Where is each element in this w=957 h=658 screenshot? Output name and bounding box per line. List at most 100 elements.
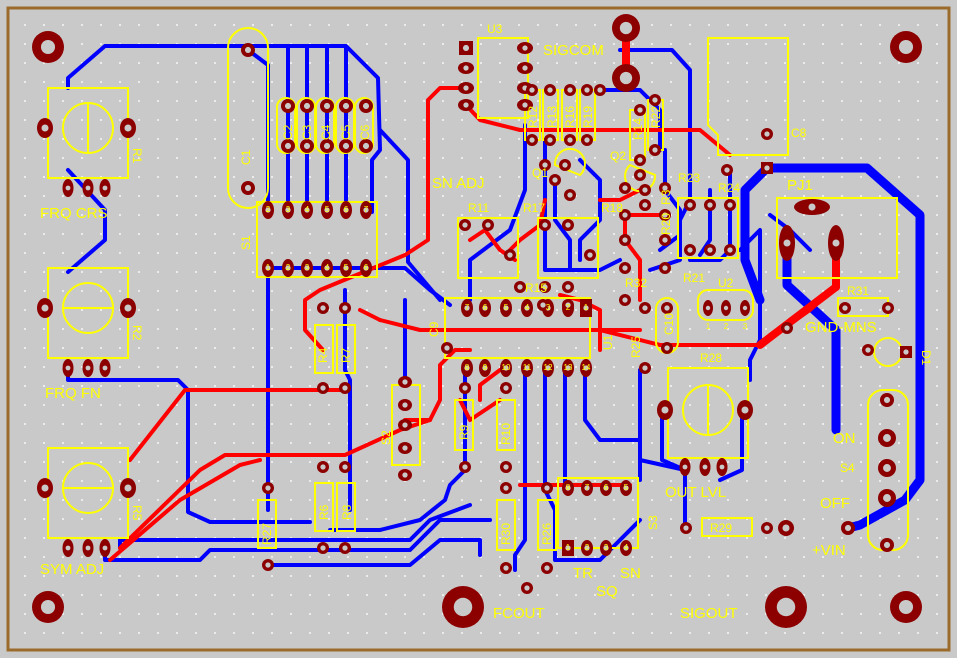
u2-pad [721,300,731,316]
resistor-pad [659,209,671,221]
trim-pad [482,219,494,231]
label-r30: R30 [499,523,513,545]
switch-pad [360,259,372,277]
r29-pad [778,520,794,536]
s3-pad [581,540,593,556]
label-r11: R11 [468,201,489,215]
u1-pin-pad [479,359,491,377]
label-off: OFF [820,495,850,512]
s3-pad [600,540,612,556]
label-r5: R5 [130,505,144,521]
label-r29: R29 [710,521,732,535]
s1-pin-number: 7 [364,205,369,214]
mounting-hole [32,591,64,623]
r15-pad [562,299,574,311]
pot-pin-pad [99,359,111,377]
s1-pin-number: 4 [325,263,330,272]
pot-pin-pad [82,179,94,197]
pot-pad [37,478,53,498]
r15-pad [514,281,526,293]
resistor-pad [634,104,646,116]
resistor-pad [564,84,576,96]
resistor-pad [459,382,471,394]
sigout-pad [765,586,807,628]
c8-pad [761,128,773,140]
cap-pad [359,139,373,153]
label-r16: R16 [563,106,577,128]
u1-pin-pad [461,359,473,377]
switch-pad [262,259,274,277]
label-pj1: PJ1 [787,177,813,194]
u2-pad [740,300,750,316]
pot-pad [120,298,136,318]
label-out-lvl: OUT LVL [665,484,726,501]
label-sn: SN [620,565,641,582]
r15-pad [539,281,551,293]
label-r22: R22 [649,106,663,128]
transistor-pad [549,174,561,186]
s2-pad [398,469,412,481]
switch-pad [340,201,352,219]
label-d1: D1 [919,350,933,366]
resistor-pad [619,182,631,194]
label-c2: C2 [281,124,295,140]
label-sn-adj: SN ADJ [432,175,485,192]
label-tr: TR [573,565,593,582]
label-frq-fn: FRQ FN [45,385,101,402]
resistor-pad [659,262,671,274]
pot-pad [737,400,753,420]
label-frq-crs: FRQ CRS [40,205,108,222]
label-r14: R14 [631,118,645,140]
u1-pin-pad [542,359,554,377]
label-r23: R23 [678,171,700,185]
resistor-pad [541,482,553,494]
s1-pin-number: 3 [286,205,291,214]
resistor-pad [649,94,661,106]
label-r3: R3 [659,189,673,205]
label-r13: R13 [545,106,559,128]
s3-pin-number: 3 [604,543,609,552]
pot-pin-pad [62,359,74,377]
u2-pin-number: 3 [743,322,748,331]
d1-pad [862,344,874,356]
fcout-pad [442,586,484,628]
label-r32: R32 [625,276,647,290]
u3-pin-pad [458,99,474,111]
u1-pin-number: 13 [564,363,573,372]
resistor-pad [526,84,538,96]
pj1-pad [794,199,830,215]
label-s3: S3 [646,515,660,530]
label-r26: R26 [540,523,554,545]
u2-pin-number: 2 [724,322,729,331]
resistor-pad [581,84,593,96]
label-r27: R27 [260,523,274,545]
mounting-hole [890,31,922,63]
u1-pin-pad [521,359,533,377]
label-r7: R7 [339,347,353,363]
transistor-pad [564,189,576,201]
u1-pin-pad [500,359,512,377]
u3-pin-pad [517,42,533,54]
pot-pin-pad [699,458,711,476]
label-r8: R8 [340,504,354,520]
u1-pin-number: 11 [523,363,532,372]
label-vin: +VIN [812,542,846,559]
label-r25: R25 [629,336,643,358]
transistor-pad [639,199,651,211]
resistor-pad [634,154,646,166]
label-r21: R21 [683,271,705,285]
u1-pin-number: 8 [465,363,470,372]
s3-pad [581,480,593,496]
label-on: ON [833,430,856,447]
cap-pad [359,99,373,113]
label-r6: R6 [317,504,331,520]
pot-pad [37,298,53,318]
u1-pin-pad [562,359,574,377]
u2-pad [703,300,713,316]
cap-pad [300,139,314,153]
resistor-pad [659,182,671,194]
label-c1: C1 [239,149,253,165]
resistor-pad [659,234,671,246]
